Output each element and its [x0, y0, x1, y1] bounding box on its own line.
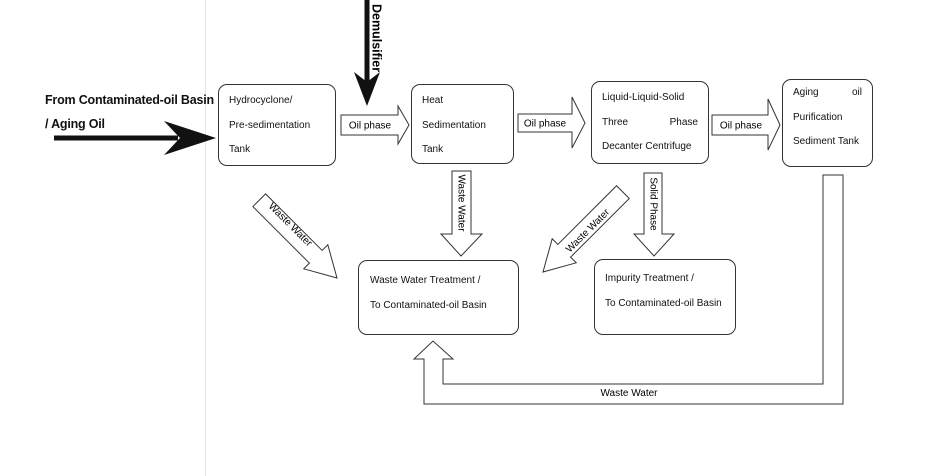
impurity-treatment-box: Impurity Treatment / To Contaminated-oil… [594, 259, 736, 335]
waste-water-vertical-arrow [439, 170, 484, 257]
source-label-line-2: / Aging Oil [45, 117, 105, 131]
solid-phase-label: Solid Phase [647, 177, 658, 231]
demulsifier-label: Demulsifier [370, 4, 384, 72]
box-word: oil [851, 87, 862, 98]
box-line: Tank [422, 144, 444, 155]
box-line: Aging oil [793, 81, 862, 106]
box-line: Liquid-Liquid-Solid [602, 92, 685, 103]
box-line: To Contaminated-oil Basin [370, 299, 487, 311]
waste-water-diagonal-arrow-left [252, 193, 338, 279]
box-line: Decanter Centrifuge [602, 141, 692, 152]
oil-phase-label-1: Oil phase [349, 121, 392, 132]
waste-water-diagonal-arrow-right [542, 185, 630, 273]
aging-oil-purification-sediment-tank: Aging oil Purification Sediment Tank [782, 79, 873, 167]
waste-water-return-arrow [412, 174, 844, 405]
waste-water-treatment-box: Waste Water Treatment / To Contaminated-… [358, 260, 519, 335]
oil-phase-arrow-3 [711, 98, 781, 151]
source-input-arrow [54, 121, 216, 155]
box-line: Waste Water Treatment / [370, 275, 481, 286]
source-label-line-1: From Contaminated-oil Basin [45, 93, 214, 107]
oil-phase-arrow-1 [340, 104, 410, 146]
oil-phase-label-2: Oil phase [524, 119, 567, 130]
box-line: Purification [793, 111, 843, 123]
waste-water-vertical-label: Waste Water [455, 174, 466, 232]
box-line: Pre-sedimentation [229, 119, 311, 131]
demulsifier-input-arrow [354, 0, 380, 106]
box-line: Sedimentation [422, 119, 486, 131]
box-line: Sediment Tank [793, 136, 859, 147]
heat-sedimentation-tank: Heat Sedimentation Tank [411, 84, 514, 164]
box-word: Three [602, 116, 629, 128]
three-phase-decanter-centrifuge: Liquid-Liquid-Solid Three Phase Decanter… [591, 81, 709, 164]
oil-phase-arrow-2 [517, 96, 586, 149]
page-margin-line [205, 0, 206, 476]
oil-phase-label-3: Oil phase [720, 121, 763, 132]
hydrocyclone-presedimentation-tank: Hydrocyclone/ Pre-sedimentation Tank [218, 84, 336, 166]
box-word: Aging [793, 87, 819, 98]
solid-phase-arrow [632, 172, 676, 257]
box-line: Heat [422, 95, 444, 106]
box-line: Three Phase [602, 111, 698, 136]
box-line: Hydrocyclone/ [229, 95, 293, 106]
box-line: Impurity Treatment / [605, 273, 694, 284]
box-word: Phase [669, 116, 698, 128]
box-line: Tank [229, 144, 251, 155]
waste-water-return-label: Waste Water [600, 388, 658, 399]
box-line: To Contaminated-oil Basin [605, 297, 722, 309]
